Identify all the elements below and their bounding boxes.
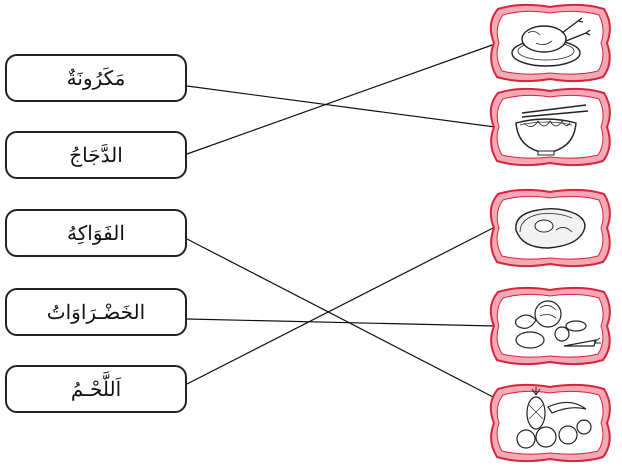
vegetables-icon xyxy=(489,286,611,366)
connector-line xyxy=(186,85,496,128)
connector-line xyxy=(186,43,496,155)
fruits-icon xyxy=(489,383,611,463)
picture-roast-chicken[interactable] xyxy=(486,3,614,83)
word-label: اَللَّحْـمُ xyxy=(70,377,122,401)
word-box-vegetables[interactable]: الخَضْـرَاوَاتُ xyxy=(5,288,187,336)
picture-steak[interactable] xyxy=(486,188,614,268)
word-label: الدَّجَاجُ xyxy=(69,143,123,167)
word-box-pasta[interactable]: مَكَرُونَةٌ xyxy=(5,54,187,102)
connector-line xyxy=(186,318,496,327)
word-box-fruits[interactable]: الفَوَاكِهُ xyxy=(5,209,187,257)
picture-fruits[interactable] xyxy=(486,383,614,463)
word-box-meat[interactable]: اَللَّحْـمُ xyxy=(5,365,187,413)
noodle-bowl-icon xyxy=(489,87,611,167)
picture-vegetables[interactable] xyxy=(486,286,614,366)
picture-noodle-bowl[interactable] xyxy=(486,87,614,167)
roast-chicken-icon xyxy=(489,3,611,83)
connector-line xyxy=(186,226,496,385)
connector-line xyxy=(186,238,496,399)
word-label: الفَوَاكِهُ xyxy=(67,221,125,245)
word-box-chicken[interactable]: الدَّجَاجُ xyxy=(5,131,187,179)
steak-icon xyxy=(489,188,611,268)
word-label: مَكَرُونَةٌ xyxy=(66,66,126,90)
word-label: الخَضْـرَاوَاتُ xyxy=(46,300,146,324)
